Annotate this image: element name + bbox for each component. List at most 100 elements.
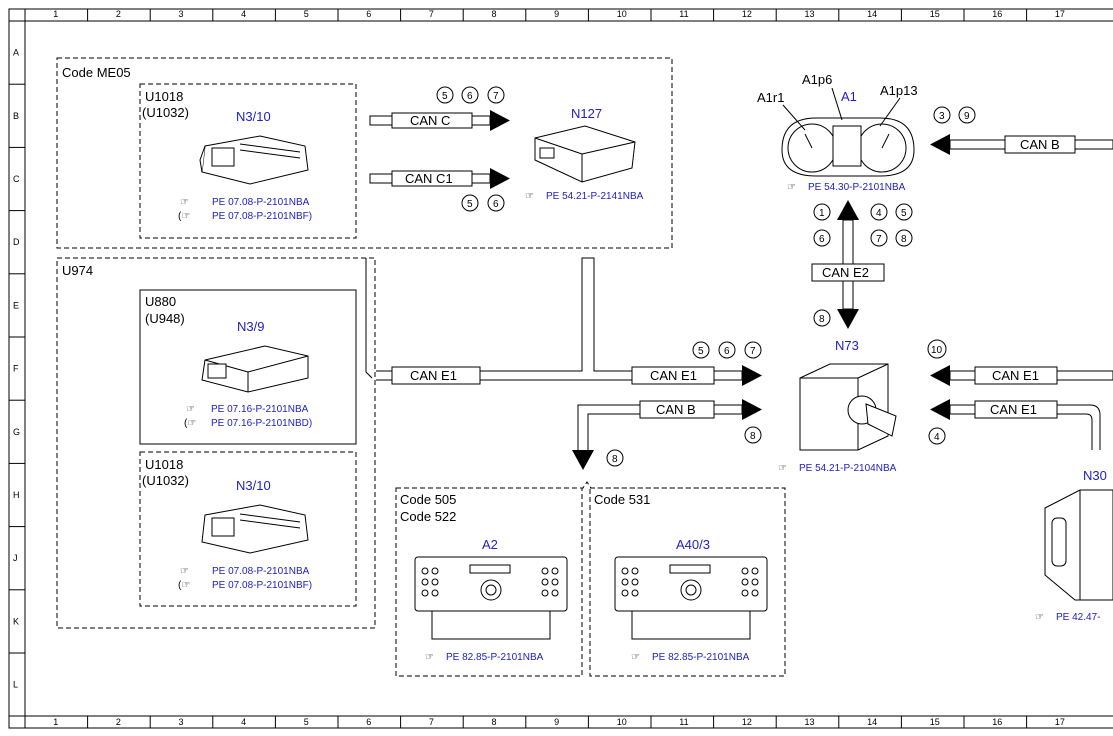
component-a1-label: A1 — [841, 89, 857, 104]
grid-column-label: 10 — [617, 9, 627, 19]
notes-can-c1: 5 6 — [461, 194, 505, 212]
group-u880 — [139, 289, 357, 445]
note-number: 6 — [819, 234, 825, 245]
grid-column-label: 6 — [366, 9, 371, 19]
note-number: 4 — [934, 432, 940, 443]
ref-icon: (☞ — [178, 580, 190, 591]
ecu-n3-9-drawing — [201, 345, 309, 393]
grid-column-label: 1 — [53, 9, 58, 19]
component-n127-label: N127 — [571, 106, 602, 121]
grid-row-label: J — [13, 553, 18, 563]
ref-icon: ☞ — [631, 652, 640, 663]
note-number: 8 — [750, 431, 756, 442]
group-code-505-522 — [395, 487, 583, 677]
note-number: 5 — [901, 208, 907, 219]
grid-row-label: B — [13, 111, 19, 121]
ref-icon: ☞ — [787, 182, 796, 193]
note-circle — [933, 106, 951, 124]
group-code-522-label: Code 522 — [400, 509, 456, 524]
grid-row-label: C — [13, 174, 20, 184]
grid-column-label: 16 — [992, 9, 1002, 19]
note-circle — [744, 426, 762, 444]
grid-column-label: 2 — [116, 9, 121, 19]
grid-row-label: E — [13, 300, 19, 310]
group-u1018-bottom — [139, 451, 357, 607]
group-u1018-top-label: U1018 — [145, 89, 183, 104]
ref-icon: (☞ — [178, 211, 190, 222]
group-code-531 — [589, 487, 786, 677]
note-circle — [606, 449, 624, 467]
note-number: 6 — [724, 346, 730, 357]
grid-column-label: 5 — [304, 717, 309, 727]
grid-column-label: 15 — [930, 717, 940, 727]
grid-column-label: 11 — [679, 717, 688, 727]
bus-can-b-top-label: CAN B — [1020, 137, 1060, 152]
note-number: 10 — [931, 345, 943, 356]
grid-row-label: A — [13, 48, 19, 58]
bus-can-b-top: CAN B — [930, 134, 1113, 155]
group-u974-label: U974 — [62, 263, 93, 278]
note-number: 5 — [467, 199, 473, 210]
grid-column-label: 13 — [805, 717, 815, 727]
grid-column-label: 7 — [429, 717, 434, 727]
group-u880-sublabel: (U948) — [145, 311, 185, 326]
ref-icon: ☞ — [778, 463, 787, 474]
ref-icon: ☞ — [186, 404, 195, 415]
group-u1018-bottom-label: U1018 — [145, 457, 183, 472]
ecu-n3-10-bottom-drawing — [201, 504, 309, 554]
grid-column-label: 16 — [992, 717, 1002, 727]
ref-icon: ☞ — [525, 191, 534, 202]
note-number: 9 — [964, 111, 970, 122]
label-a1r1: A1r1 — [757, 90, 784, 105]
note-number: 7 — [876, 234, 882, 245]
grid-column-label: 14 — [867, 9, 877, 19]
bus-can-e1-mid-arrow — [713, 365, 762, 386]
grid-column-label: 5 — [304, 9, 309, 19]
bus-can-c1-label: CAN C1 — [405, 171, 453, 186]
bus-can-e1-trunk — [376, 257, 632, 381]
grid-column-label: 9 — [554, 717, 559, 727]
bus-can-e1-mid-label: CAN E1 — [650, 368, 697, 383]
note-number: 4 — [876, 208, 882, 219]
ecu-n3-10-top-drawing — [199, 135, 309, 185]
grid-row-label: L — [13, 680, 18, 690]
ref-n127: PE 54.21-P-2141NBA — [546, 191, 644, 202]
grid-row-label: K — [13, 616, 19, 626]
bus-can-e2: CAN E2 — [811, 200, 885, 329]
ref-icon: (☞ — [184, 418, 196, 429]
grid-column-label: 8 — [492, 9, 497, 19]
grid-column-label: 13 — [805, 9, 815, 19]
grid-marks: 1122334455667788991010111112121313141415… — [9, 9, 1065, 728]
note-circle — [958, 106, 976, 124]
note-number: 8 — [612, 454, 618, 465]
diagram-frame — [8, 8, 1113, 729]
radio-a2-drawing — [414, 556, 568, 640]
ref-n3-9-2: PE 07.16-P-2101NBD) — [211, 418, 312, 429]
grid-column-label: 17 — [1055, 717, 1065, 727]
grid-column-label: 3 — [179, 9, 184, 19]
ref-icon: ☞ — [180, 197, 189, 208]
bus-can-c: CAN C — [369, 110, 510, 131]
ref-icon: ☞ — [425, 652, 434, 663]
ref-n73: PE 54.21-P-2104NBA — [799, 463, 897, 474]
ref-n3-10-top-1: PE 07.08-P-2101NBA — [212, 197, 310, 208]
bus-can-c-label: CAN C — [410, 113, 450, 128]
grid-column-label: 3 — [179, 717, 184, 727]
note-number: 5 — [442, 91, 448, 102]
note-circle — [928, 427, 946, 445]
bus-can-e1-left-label: CAN E1 — [410, 368, 457, 383]
note-number: 6 — [493, 199, 499, 210]
bus-can-e1-right-2: CAN E1 — [930, 399, 1101, 450]
grid-column-label: 6 — [366, 717, 371, 727]
grid-row-label: G — [13, 427, 20, 437]
grid-row-label: H — [13, 490, 20, 500]
grid-column-label: 4 — [241, 717, 246, 727]
grid-column-label: 1 — [53, 717, 58, 727]
grid-column-label: 12 — [742, 717, 752, 727]
ref-n3-10-bottom-1: PE 07.08-P-2101NBA — [212, 566, 310, 577]
note-number: 5 — [698, 346, 704, 357]
bus-can-b-mid — [577, 404, 640, 450]
ref-a2: PE 82.85-P-2101NBA — [446, 652, 544, 663]
group-code-531-label: Code 531 — [594, 492, 650, 507]
